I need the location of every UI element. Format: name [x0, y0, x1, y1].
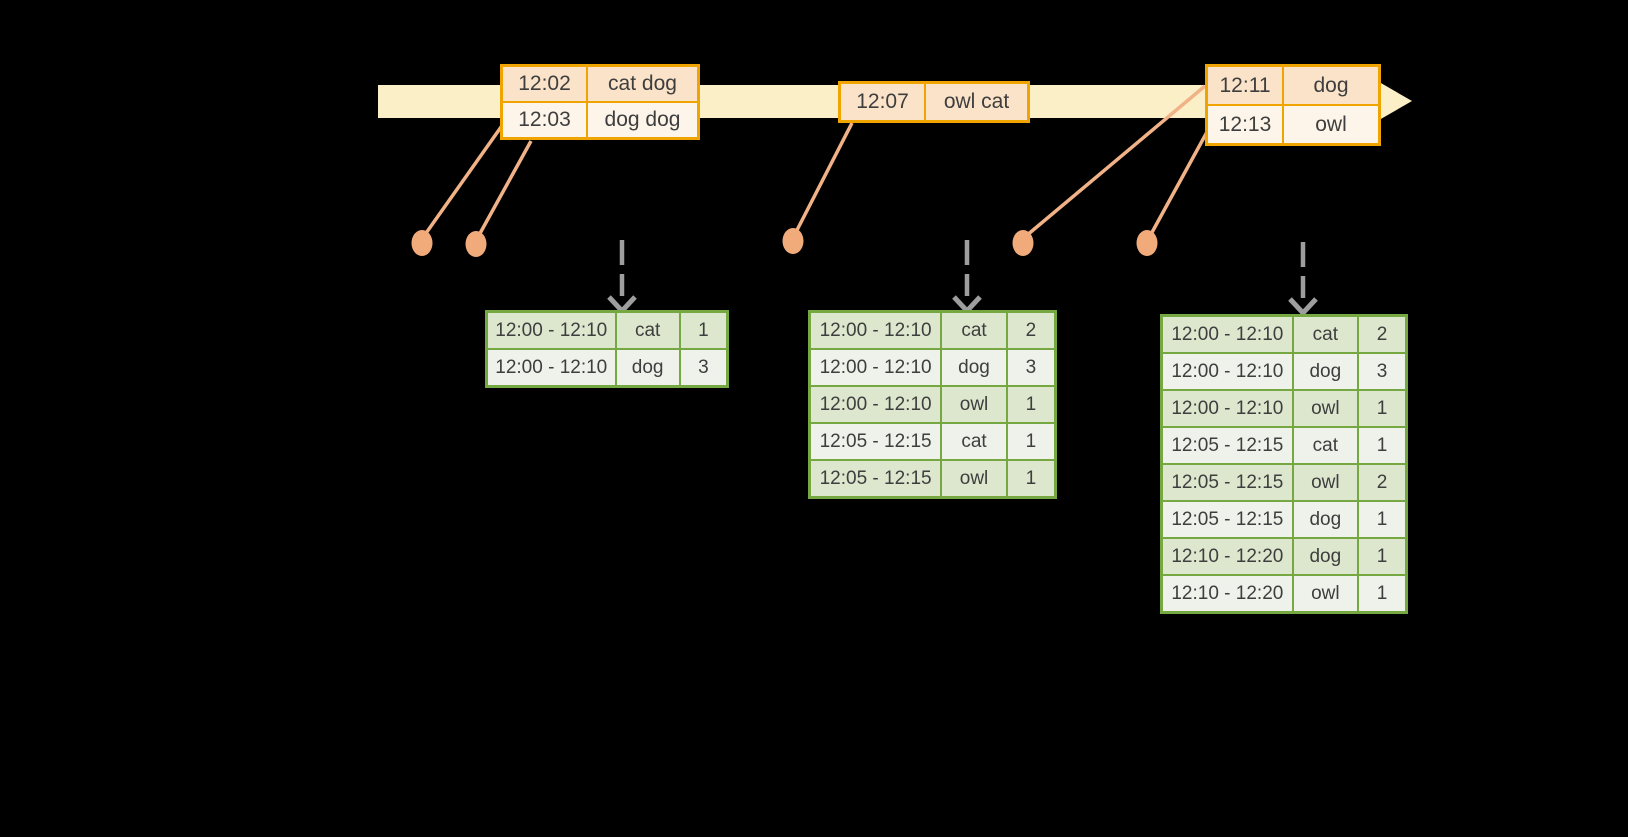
- count-cell: 3: [680, 350, 726, 385]
- word-cell: cat: [1293, 317, 1359, 352]
- count-cell: 3: [1007, 350, 1054, 385]
- trigger-arrows: [607, 240, 1318, 317]
- event-row: 12:13 owl: [1208, 106, 1378, 143]
- trigger-arrowhead-icon: [952, 295, 982, 315]
- window-cell: 12:00 - 12:10: [1163, 391, 1294, 426]
- event-row: 12:07 owl cat: [841, 84, 1027, 120]
- window-cell: 12:10 - 12:20: [1163, 539, 1294, 574]
- window-cell: 12:05 - 12:15: [1163, 428, 1294, 463]
- word-cell: cat: [1293, 428, 1359, 463]
- count-cell: 1: [1359, 539, 1405, 574]
- event-connector-lines: [422, 84, 1209, 238]
- event-words-cell: dog: [1284, 67, 1378, 104]
- event-row: 12:03 dog dog: [503, 103, 697, 137]
- trigger-arrowhead-icon: [607, 295, 637, 315]
- word-cell: owl: [942, 461, 1008, 496]
- window-cell: 12:00 - 12:10: [488, 313, 617, 348]
- count-cell: 1: [1359, 576, 1405, 611]
- window-cell: 12:05 - 12:15: [811, 424, 943, 459]
- word-cell: dog: [942, 350, 1008, 385]
- event-connector-line: [1148, 131, 1209, 237]
- event-connector-line: [1024, 84, 1207, 238]
- event-connector-line: [476, 140, 533, 238]
- word-cell: owl: [1293, 576, 1359, 611]
- window-cell: 12:10 - 12:20: [1163, 576, 1294, 611]
- window-cell: 12:05 - 12:15: [811, 461, 943, 496]
- trigger-arrowhead-icon: [1288, 297, 1318, 317]
- window-cell: 12:00 - 12:10: [1163, 317, 1294, 352]
- event-connector-line: [793, 122, 854, 235]
- count-cell: 3: [1359, 354, 1405, 389]
- count-cell: 1: [1007, 424, 1054, 459]
- word-cell: dog: [1293, 354, 1359, 389]
- event-time-cell: 12:02: [503, 67, 588, 101]
- event-box-1202: 12:02 cat dog 12:03 dog dog: [500, 64, 700, 140]
- event-time-cell: 12:13: [1208, 106, 1284, 143]
- count-cell: 2: [1359, 317, 1405, 352]
- word-cell: cat: [942, 313, 1008, 348]
- word-cell: dog: [616, 350, 681, 385]
- window-cell: 12:05 - 12:15: [1163, 502, 1294, 537]
- word-cell: owl: [1293, 465, 1359, 500]
- event-box-1211: 12:11 dog 12:13 owl: [1205, 64, 1381, 146]
- window-cell: 12:00 - 12:10: [811, 387, 943, 422]
- event-words-cell: owl cat: [926, 84, 1027, 120]
- event-time-cell: 12:03: [503, 103, 588, 137]
- event-words-cell: owl: [1284, 106, 1378, 143]
- count-cell: 1: [1359, 428, 1405, 463]
- word-cell: cat: [616, 313, 681, 348]
- count-cell: 2: [1359, 465, 1405, 500]
- count-cell: 1: [680, 313, 726, 348]
- event-box-1207: 12:07 owl cat: [838, 81, 1030, 123]
- event-words-cell: dog dog: [588, 103, 697, 137]
- event-words-cell: cat dog: [588, 67, 697, 101]
- window-cell: 12:00 - 12:10: [1163, 354, 1294, 389]
- event-time-cell: 12:11: [1208, 67, 1284, 104]
- event-marker-dot: [1012, 230, 1034, 256]
- event-time-cell: 12:07: [841, 84, 926, 120]
- window-cell: 12:00 - 12:10: [811, 350, 943, 385]
- event-marker-dot: [411, 230, 433, 256]
- count-cell: 1: [1007, 461, 1054, 496]
- count-cell: 1: [1007, 387, 1054, 422]
- count-cell: 2: [1007, 313, 1054, 348]
- event-row: 12:11 dog: [1208, 67, 1378, 106]
- word-cell: owl: [1293, 391, 1359, 426]
- window-cell: 12:00 - 12:10: [811, 313, 943, 348]
- word-cell: cat: [942, 424, 1008, 459]
- count-cell: 1: [1359, 502, 1405, 537]
- event-marker-dot: [465, 231, 487, 257]
- word-cell: owl: [942, 387, 1008, 422]
- event-connector-line: [422, 118, 508, 238]
- word-cell: dog: [1293, 502, 1359, 537]
- word-cell: dog: [1293, 539, 1359, 574]
- count-cell: 1: [1359, 391, 1405, 426]
- window-cell: 12:05 - 12:15: [1163, 465, 1294, 500]
- event-marker-dot: [782, 228, 804, 254]
- event-row: 12:02 cat dog: [503, 67, 697, 103]
- window-cell: 12:00 - 12:10: [488, 350, 617, 385]
- event-marker-dots: [411, 228, 1158, 257]
- event-marker-dot: [1136, 230, 1158, 256]
